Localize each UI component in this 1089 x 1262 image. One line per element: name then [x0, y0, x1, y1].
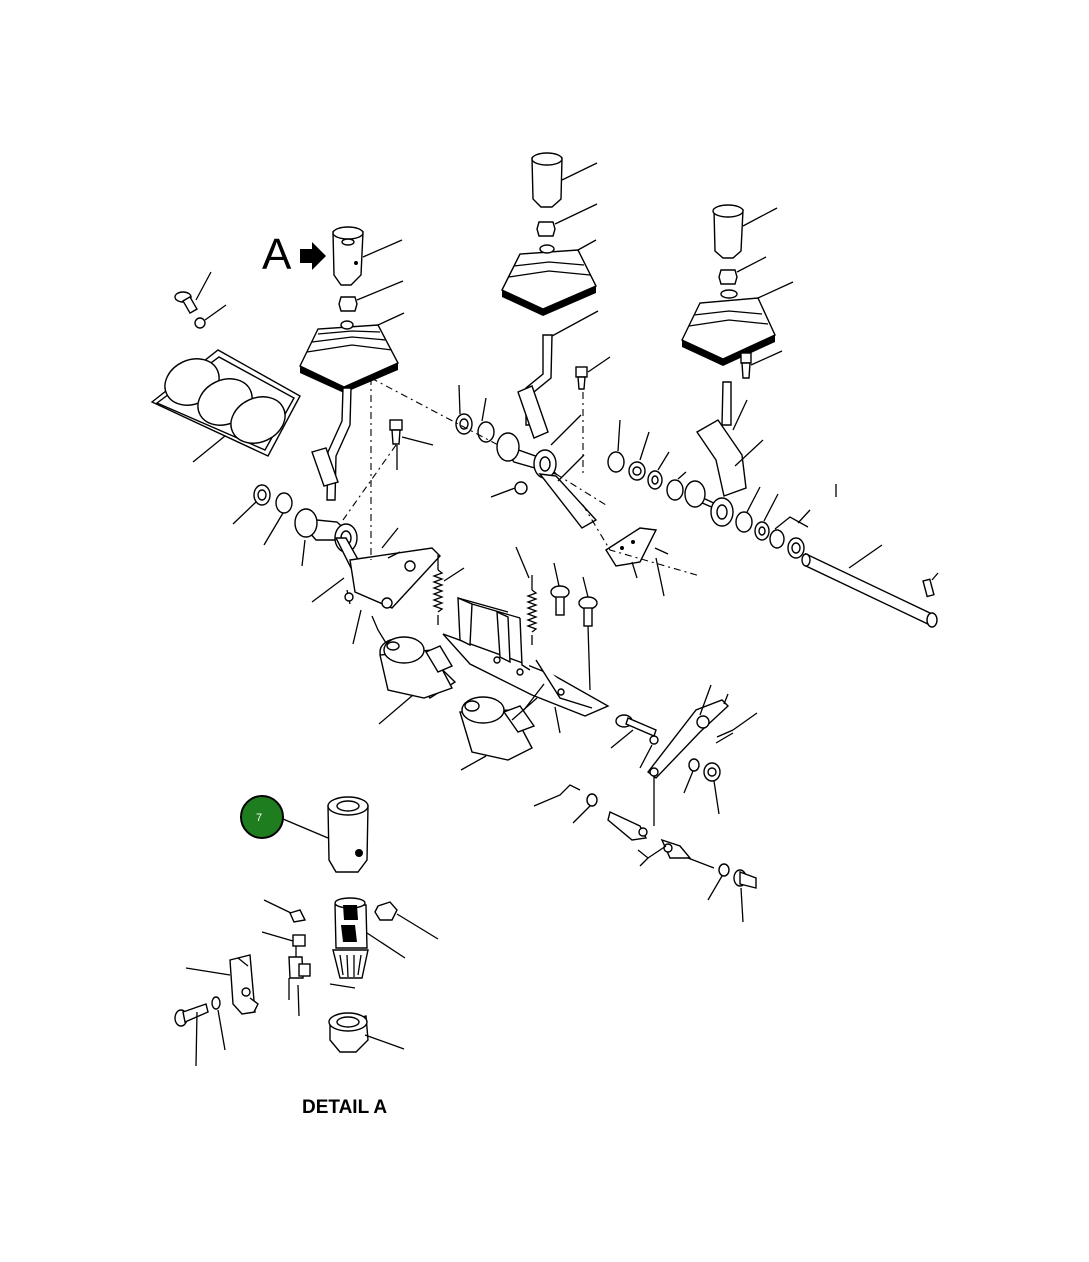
shaft — [801, 544, 939, 628]
view-marker-letter: A — [262, 230, 292, 279]
centerlines — [342, 377, 701, 577]
arrow-icon — [300, 242, 326, 270]
gasket-plate — [150, 271, 301, 463]
right-lever-assembly — [607, 204, 837, 559]
callout-number: 7 — [256, 812, 262, 824]
bracket-assembly — [371, 546, 657, 771]
detail-label: DETAIL A — [302, 1097, 387, 1118]
callout-7[interactable]: 7 — [240, 795, 329, 839]
left-lever-assembly — [232, 226, 441, 645]
middle-lever-assembly — [455, 152, 669, 597]
view-marker: A — [262, 230, 326, 279]
lower-linkage — [533, 684, 758, 923]
callout-marker — [240, 795, 284, 839]
detail-a-parts: 7 — [174, 795, 439, 1067]
